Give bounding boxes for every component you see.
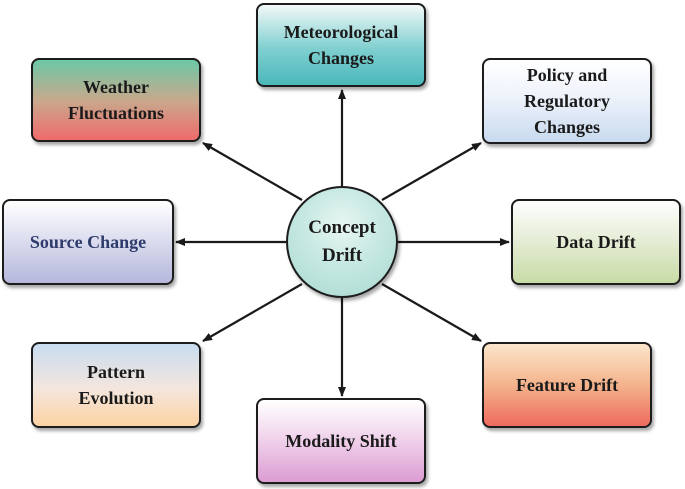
arrow-to-policy — [381, 142, 482, 201]
node-data-drift: Data Drift — [511, 199, 681, 285]
node-meteorological-changes: Meteorological Changes — [256, 3, 426, 87]
node-label: Data Drift — [556, 231, 636, 252]
node-label: Feature Drift — [515, 374, 619, 395]
node-label: Meteorological Changes — [283, 21, 399, 68]
center-label: Concept Drift — [308, 217, 376, 266]
arrow-to-weather — [202, 142, 303, 201]
node-label: Pattern Evolution — [78, 361, 154, 408]
node-source-change: Source Change — [2, 199, 174, 285]
node-pattern-evolution: Pattern Evolution — [31, 342, 201, 428]
node-policy-regulatory-changes: Policy and Regulatory Changes — [482, 58, 652, 144]
node-weather-fluctuations: Weather Fluctuations — [31, 58, 201, 142]
arrow-to-feature — [381, 283, 482, 342]
node-label: Modality Shift — [285, 430, 397, 451]
arrow-to-pattern — [202, 283, 303, 342]
node-feature-drift: Feature Drift — [482, 342, 652, 428]
node-label: Policy and Regulatory Changes — [524, 64, 610, 138]
node-label: Source Change — [29, 231, 147, 252]
node-label: Weather Fluctuations — [67, 76, 164, 123]
center-node-concept-drift: Concept Drift — [286, 186, 398, 298]
node-modality-shift: Modality Shift — [256, 398, 426, 484]
